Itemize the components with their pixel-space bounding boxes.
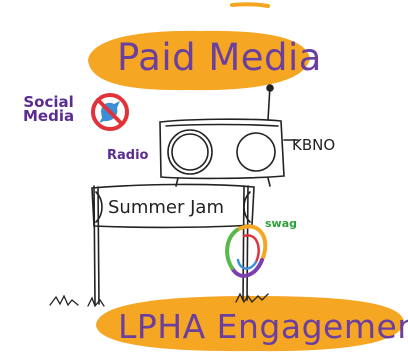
banner-text: Summer Jam xyxy=(108,197,224,218)
social-media-label-line1: Social xyxy=(23,93,74,111)
radio-icon xyxy=(159,84,299,187)
social-media-label: Social Media xyxy=(23,93,75,125)
no-social-media-icon xyxy=(91,93,129,131)
grass-icon xyxy=(49,292,269,308)
radio-label: Radio xyxy=(107,148,149,163)
paid-media-highlight xyxy=(88,30,310,91)
station-label: KBNO xyxy=(292,136,336,154)
bracelet-icon xyxy=(225,224,268,278)
social-media-label-line2: Media xyxy=(23,107,75,125)
top-dash-mark xyxy=(230,2,270,8)
lpha-highlight xyxy=(96,296,404,352)
lpha-engagement-title: LPHA Engagement xyxy=(118,307,408,346)
swag-label: swag xyxy=(265,217,298,230)
paid-media-title: Paid Media xyxy=(117,36,322,79)
